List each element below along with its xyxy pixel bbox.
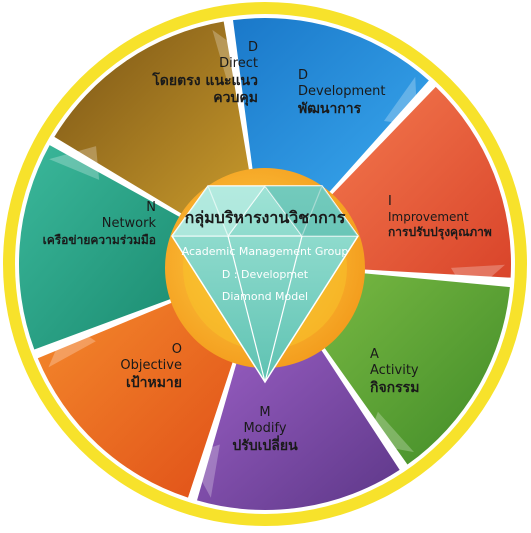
segment-fold-objective [48, 322, 96, 368]
segment-activity [315, 272, 510, 465]
center-model-line2: Diamond Model [221, 290, 309, 303]
diamond-icon [171, 184, 359, 384]
segment-fold-direct [212, 29, 252, 82]
center-title-th: กลุ่มบริหารงานวิชาการ [184, 208, 346, 227]
segment-direct [54, 21, 251, 219]
center-model-line1: D : Developmet [221, 268, 309, 281]
center-title-en: Academic Management Group [181, 245, 349, 258]
segment-fold-network [49, 146, 100, 180]
segment-modify [197, 337, 400, 510]
segment-improvement-label: I Improvement การปรับปรุงคุณภาพ [388, 194, 492, 240]
segment-objective [37, 297, 238, 498]
segment-modify-label: M Modify ปรับเปลี่ยน [232, 405, 298, 454]
segment-activity-label: A Activity กิจกรรม [370, 347, 420, 396]
segment-improvement [326, 86, 511, 278]
segment-direct-label: D Direct โดยตรง แนะแนว ควบคุม [152, 40, 258, 106]
segment-development [233, 18, 429, 199]
segment-fold-development [383, 76, 418, 126]
segment-development-label: D Development พัฒนาการ [298, 68, 386, 117]
segment-network-label: N Network เครือข่ายความร่วมมือ [42, 200, 156, 247]
segment-objective-label: O Objective เป้าหมาย [120, 342, 182, 391]
segment-network [19, 145, 188, 350]
